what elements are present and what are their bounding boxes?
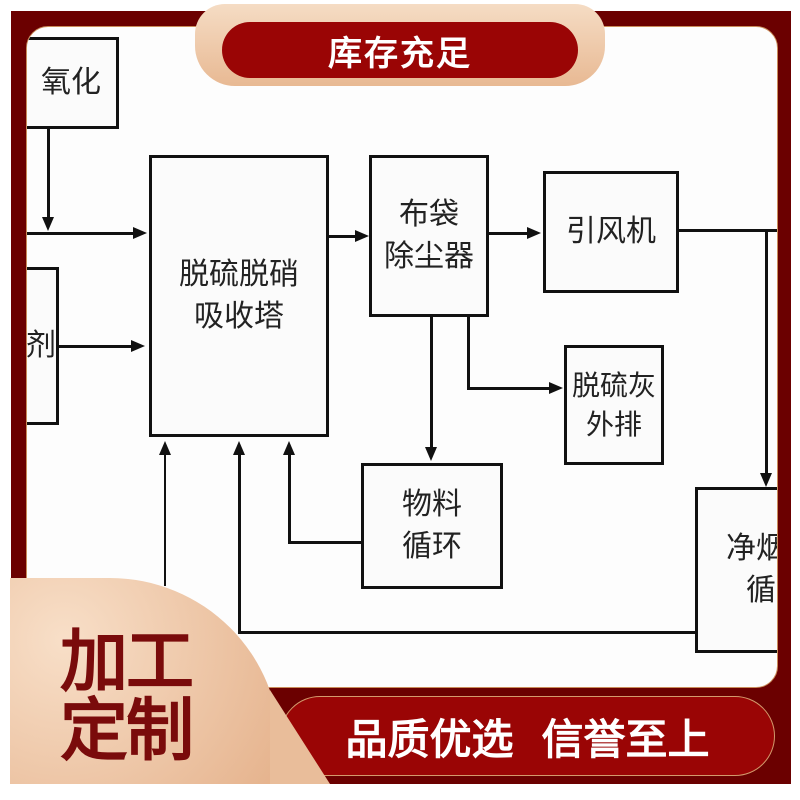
arrow-right-icon [549,382,563,394]
arrow-up-icon [159,441,171,455]
arrow-down-icon [760,473,772,487]
bottom-banner: 品质优选 信誉至上 [280,696,775,776]
absorber-label-1: 脱硫脱硝 [179,257,299,292]
bag-filter-box: 布袋 除尘器 [369,155,489,317]
top-banner: 库存充足 [222,22,578,78]
fan-label: 引风机 [566,214,656,249]
material-label-1: 物料 [402,487,462,522]
fan-box: 引风机 [543,171,679,293]
agent-box: 剂 [26,267,59,425]
absorber-label-2: 吸收塔 [194,299,284,334]
custom-badge-line-2: 定制 [60,692,194,772]
custom-badge: 加工 定制 [60,628,220,767]
slogan-reputation: 信誉至上 [541,714,710,764]
arrow-right-icon [131,340,145,352]
clean-gas-cycle-box: 净烟 循 [695,487,777,653]
material-label-2: 循环 [402,529,462,564]
connector [238,631,698,634]
connector [765,229,768,474]
connector [467,317,470,389]
connector [47,127,50,222]
connector [430,317,433,447]
bag-filter-label-1: 布袋 [399,197,459,232]
connector [27,232,135,235]
slogan-quality: 品质优选 [345,714,514,764]
agent-label: 剂 [26,328,56,363]
connector [329,235,357,238]
oxidation-label: 氧化 [41,65,101,100]
arrow-right-icon [355,230,369,242]
arrow-down-icon [42,217,54,231]
connector [238,452,241,634]
oxidation-box: 氧化 [27,37,119,129]
connector [679,229,777,232]
arrow-down-icon [425,447,437,461]
clean-gas-label-1: 净烟 [726,531,777,566]
connector [467,387,552,390]
arrow-up-icon [283,441,295,455]
connector [164,452,166,586]
ash-label-2: 外排 [585,408,642,441]
arrow-up-icon [233,441,245,455]
ash-label-1: 脱硫灰 [571,368,656,402]
connector [489,232,529,235]
ash-discharge-box: 脱硫灰 外排 [564,345,664,465]
badge-tail [270,690,330,784]
absorber-box: 脱硫脱硝 吸收塔 [149,155,329,437]
arrow-right-icon [527,227,541,239]
custom-badge-line-1: 加工 [60,623,194,702]
bag-filter-label-2: 除尘器 [384,239,474,274]
connector [288,541,362,544]
connector [59,345,134,348]
process-diagram: 氧化 剂 脱硫脱硝 吸收塔 布袋 除尘器 引风机 脱硫灰 外排 物料 循环 净烟… [26,26,778,688]
clean-gas-label-2: 循 [746,573,776,608]
arrow-right-icon [133,227,147,239]
connector [288,452,291,544]
material-cycle-box: 物料 循环 [361,463,503,589]
